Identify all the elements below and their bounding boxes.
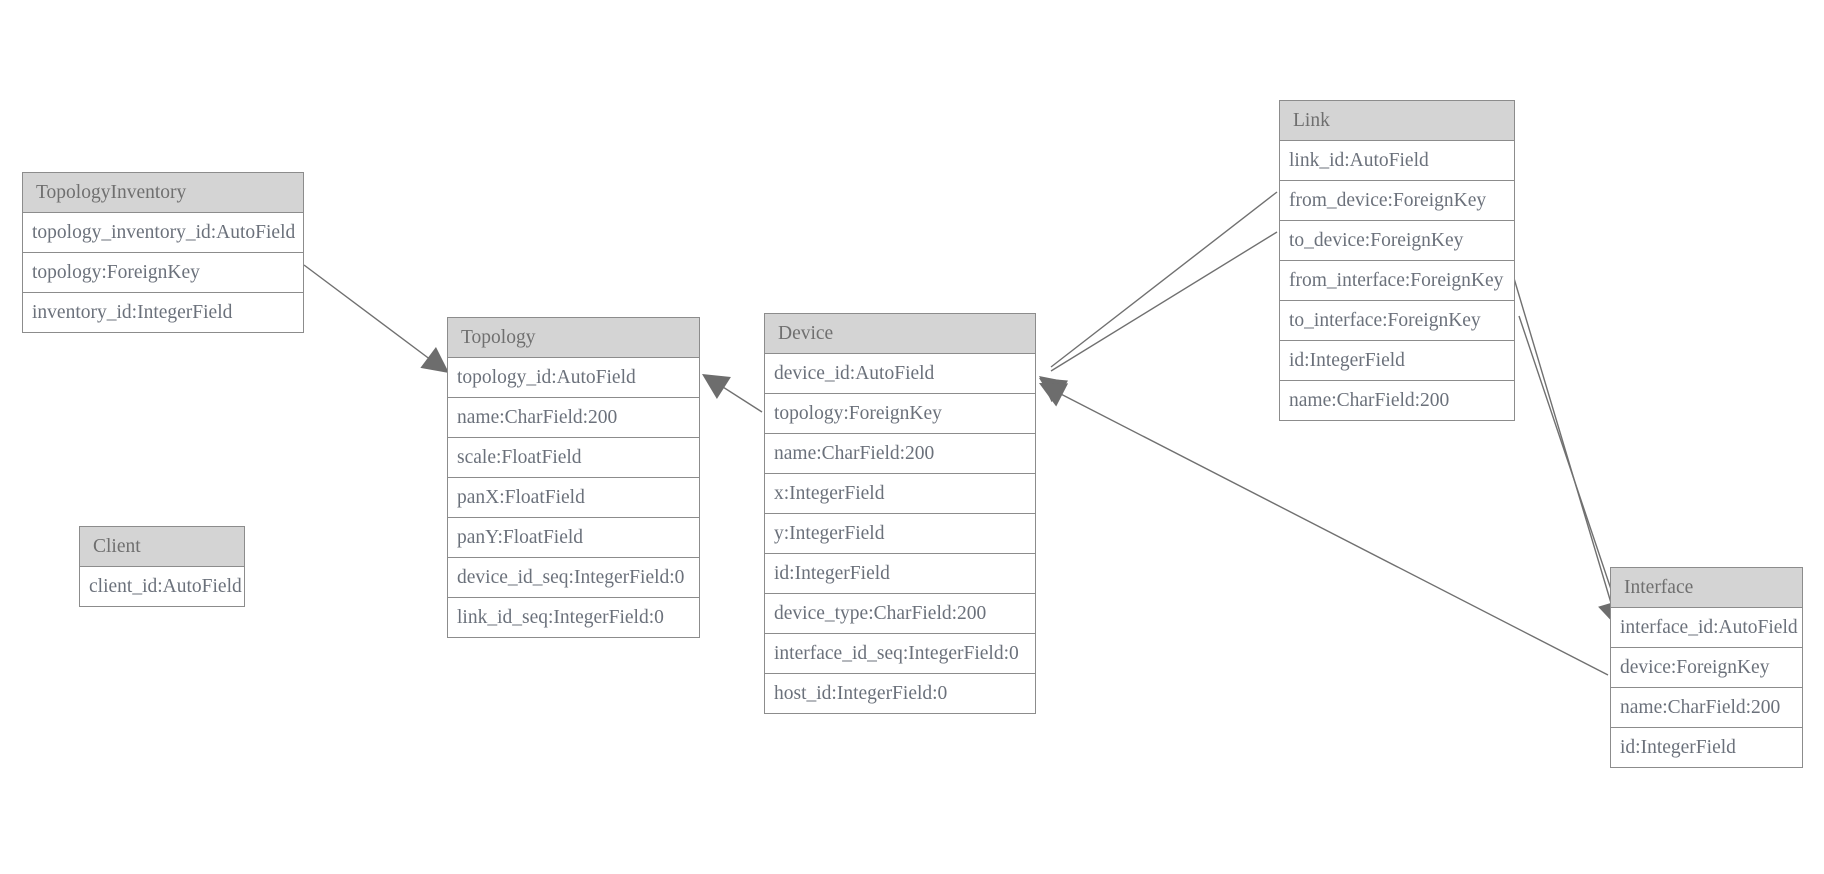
- relationship-line: [303, 264, 444, 370]
- entity-field-row[interactable]: device_id:AutoField: [765, 354, 1035, 394]
- entity-field-row[interactable]: topology:ForeignKey: [23, 253, 303, 293]
- entity-field-row[interactable]: panY:FloatField: [448, 518, 699, 558]
- relationship-arrowhead: [1039, 383, 1069, 407]
- entity-header-interface: Interface: [1611, 568, 1802, 608]
- relationship-line: [711, 379, 763, 413]
- rel-device-topology: [702, 374, 763, 413]
- entity-field-row[interactable]: name:CharField:200: [1611, 688, 1802, 728]
- rel-link-from-interface: [1512, 274, 1624, 628]
- entity-field-row[interactable]: topology_inventory_id:AutoField: [23, 213, 303, 253]
- relationship-line: [1052, 389, 1609, 676]
- entity-field-row[interactable]: device:ForeignKey: [1611, 648, 1802, 688]
- rel-link-to-device: [1039, 231, 1278, 403]
- entity-field-row[interactable]: link_id:AutoField: [1280, 141, 1514, 181]
- entity-field-row[interactable]: client_id:AutoField: [80, 567, 244, 607]
- entity-field-row[interactable]: device_type:CharField:200: [765, 594, 1035, 634]
- entity-field-row[interactable]: panX:FloatField: [448, 478, 699, 518]
- relationship-arrowhead: [1039, 376, 1068, 403]
- entity-field-row[interactable]: from_device:ForeignKey: [1280, 181, 1514, 221]
- entity-header-link: Link: [1280, 101, 1514, 141]
- entity-field-row[interactable]: name:CharField:200: [448, 398, 699, 438]
- relationship-line: [1518, 315, 1621, 617]
- entity-field-row[interactable]: topology_id:AutoField: [448, 358, 699, 398]
- entity-field-row[interactable]: x:IntegerField: [765, 474, 1035, 514]
- entity-header-topology: Topology: [448, 318, 699, 358]
- entity-header-topology_inventory: TopologyInventory: [23, 173, 303, 213]
- entity-field-row[interactable]: name:CharField:200: [1280, 381, 1514, 421]
- entity-field-row[interactable]: from_interface:ForeignKey: [1280, 261, 1514, 301]
- entity-field-row[interactable]: host_id:IntegerField:0: [765, 674, 1035, 714]
- relationship-line: [1512, 274, 1615, 614]
- entity-field-row[interactable]: interface_id_seq:IntegerField:0: [765, 634, 1035, 674]
- entity-field-row[interactable]: y:IntegerField: [765, 514, 1035, 554]
- entity-field-row[interactable]: to_device:ForeignKey: [1280, 221, 1514, 261]
- entity-field-row[interactable]: inventory_id:IntegerField: [23, 293, 303, 333]
- entity-header-client: Client: [80, 527, 244, 567]
- entity-header-device: Device: [765, 314, 1035, 354]
- entity-field-row[interactable]: to_interface:ForeignKey: [1280, 301, 1514, 341]
- entity-field-row[interactable]: link_id_seq:IntegerField:0: [448, 598, 699, 638]
- rel-topologyinventory-topology: [303, 264, 449, 373]
- entity-field-row[interactable]: device_id_seq:IntegerField:0: [448, 558, 699, 598]
- entity-field-row[interactable]: topology:ForeignKey: [765, 394, 1035, 434]
- relationship-line: [1050, 191, 1278, 368]
- entity-field-row[interactable]: id:IntegerField: [1611, 728, 1802, 768]
- relationship-arrowhead: [420, 347, 449, 373]
- relationship-line: [1050, 231, 1278, 372]
- entity-field-row[interactable]: name:CharField:200: [765, 434, 1035, 474]
- rel-interface-device: [1039, 383, 1609, 676]
- rel-link-from-device: [1039, 191, 1278, 403]
- relationship-arrowhead: [702, 374, 731, 399]
- relationship-arrowhead: [1039, 378, 1068, 403]
- entity-field-row[interactable]: scale:FloatField: [448, 438, 699, 478]
- entity-field-row[interactable]: id:IntegerField: [1280, 341, 1514, 381]
- entity-field-row[interactable]: interface_id:AutoField: [1611, 608, 1802, 648]
- entity-field-row[interactable]: id:IntegerField: [765, 554, 1035, 594]
